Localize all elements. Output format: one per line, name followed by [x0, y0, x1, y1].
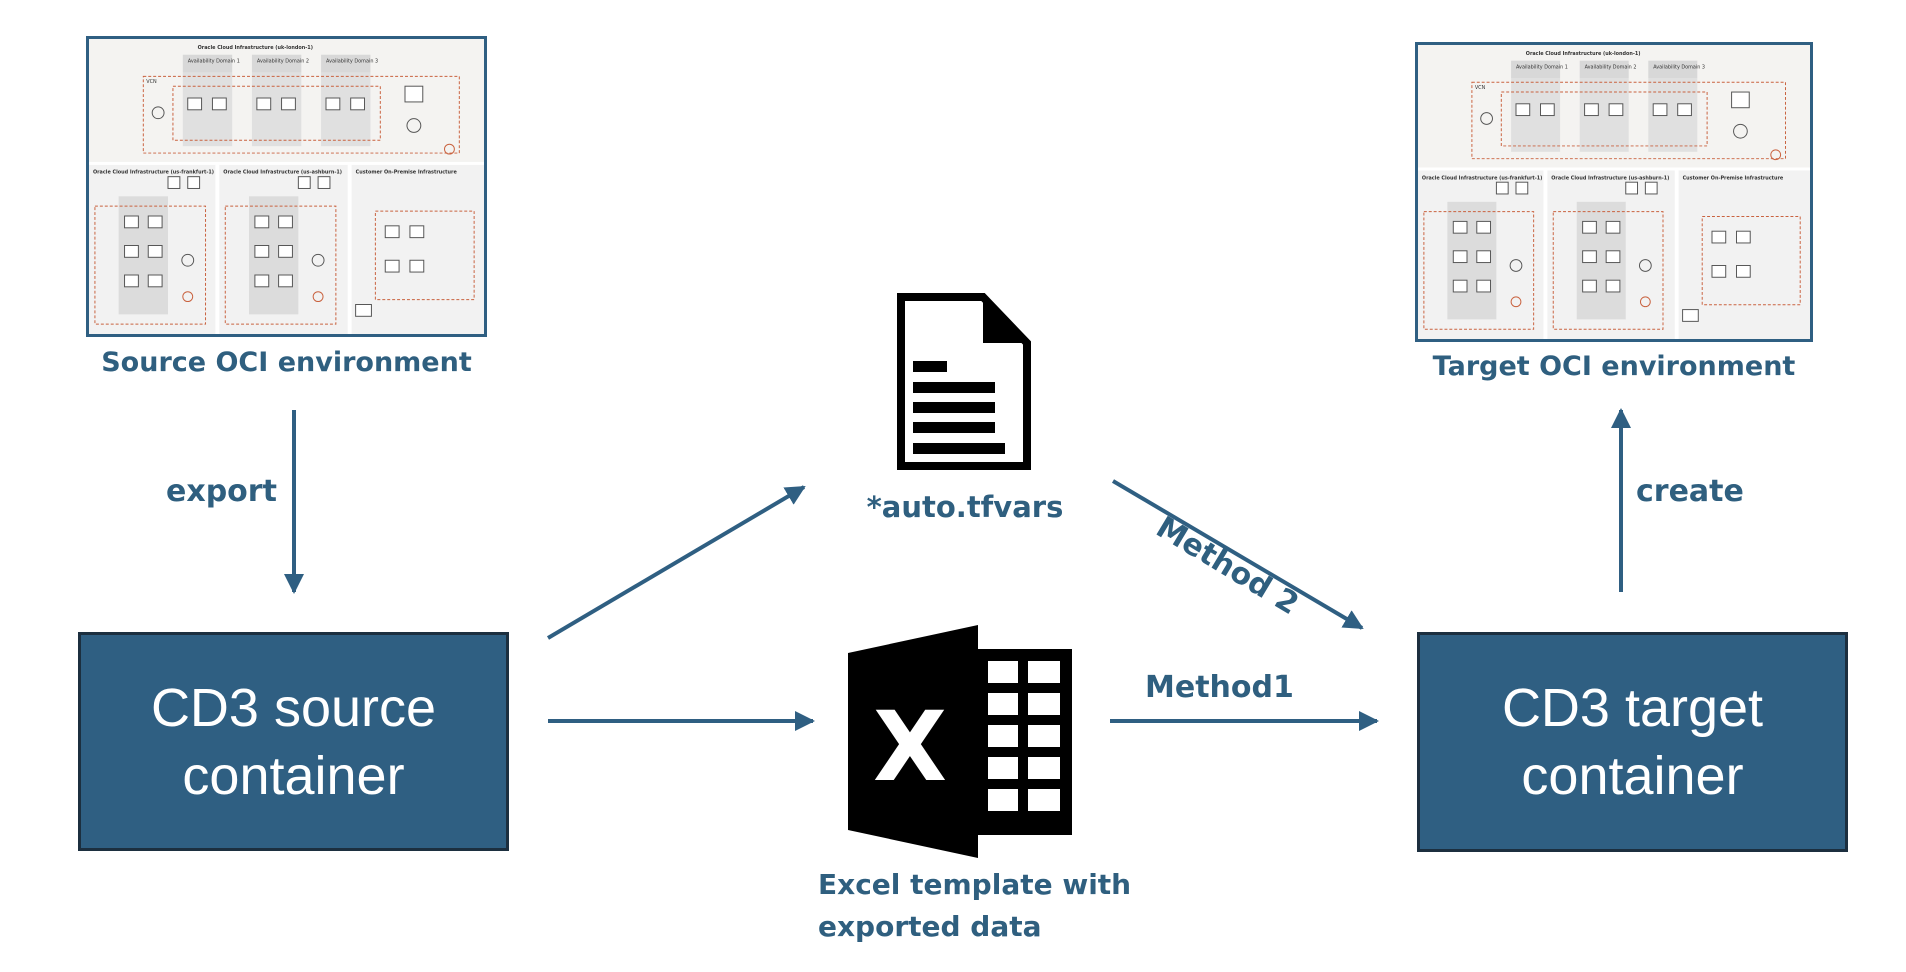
cd3-source-container: CD3 source container	[78, 632, 509, 851]
cd3-target-container: CD3 target container	[1417, 632, 1848, 852]
tfvars-label: *auto.tfvars	[866, 490, 1064, 524]
svg-text:Oracle Cloud Infrastructure (u: Oracle Cloud Infrastructure (us-frankfur…	[93, 170, 214, 176]
svg-text:Availability Domain 3: Availability Domain 3	[326, 59, 378, 65]
excel-label-line2: exported data	[818, 910, 1042, 943]
target-env-label: Target OCI environment	[1432, 351, 1796, 382]
excel-icon: X	[848, 625, 1072, 858]
excel-x-glyph: X	[873, 691, 947, 803]
method1-label: Method1	[1145, 670, 1294, 705]
svg-text:Availability Domain 2: Availability Domain 2	[257, 59, 309, 65]
svg-text:Oracle Cloud Infrastructure (u: Oracle Cloud Infrastructure (us-ashburn-…	[223, 170, 342, 176]
svg-text:Availability Domain 1: Availability Domain 1	[1516, 65, 1568, 71]
svg-text:Oracle Cloud Infrastructure (u: Oracle Cloud Infrastructure (us-ashburn-…	[1551, 175, 1669, 181]
create-label: create	[1636, 474, 1744, 509]
source-container-line1: CD3 source	[150, 677, 437, 738]
svg-text:Availability Domain 3: Availability Domain 3	[1653, 65, 1705, 71]
source-container-line2: container	[182, 745, 405, 806]
excel-label: Excel template with exported data	[818, 864, 1131, 948]
source-to-tfvars-arrow	[546, 485, 806, 640]
svg-text:Oracle Cloud Infrastructure (u: Oracle Cloud Infrastructure (uk-london-1…	[1526, 51, 1641, 57]
target-container-line1: CD3 target	[1501, 678, 1764, 738]
svg-text:Oracle Cloud Infrastructure (u: Oracle Cloud Infrastructure (us-frankfur…	[1422, 175, 1542, 181]
target-architecture-thumbnail: Oracle Cloud Infrastructure (uk-london-1…	[1415, 42, 1813, 342]
source-env-label: Source OCI environment	[101, 347, 472, 378]
svg-text:Customer On-Premise Infrastruc: Customer On-Premise Infrastructure	[356, 170, 458, 176]
svg-text:VCN: VCN	[1475, 85, 1486, 91]
document-icon	[897, 293, 1031, 470]
svg-text:Oracle Cloud Infrastructure (u: Oracle Cloud Infrastructure (uk-london-1…	[198, 45, 313, 51]
svg-text:Availability Domain 2: Availability Domain 2	[1585, 65, 1637, 71]
export-label: export	[166, 474, 277, 509]
source-architecture-thumbnail: Oracle Cloud Infrastructure (uk-london-1…	[86, 36, 487, 337]
method2-arrow	[1111, 479, 1364, 630]
svg-text:Availability Domain 1: Availability Domain 1	[188, 59, 240, 65]
target-container-line2: container	[1521, 746, 1744, 806]
excel-label-line1: Excel template with	[818, 868, 1132, 901]
svg-text:VCN: VCN	[146, 79, 157, 85]
svg-text:Customer On-Premise Infrastruc: Customer On-Premise Infrastructure	[1683, 175, 1784, 181]
